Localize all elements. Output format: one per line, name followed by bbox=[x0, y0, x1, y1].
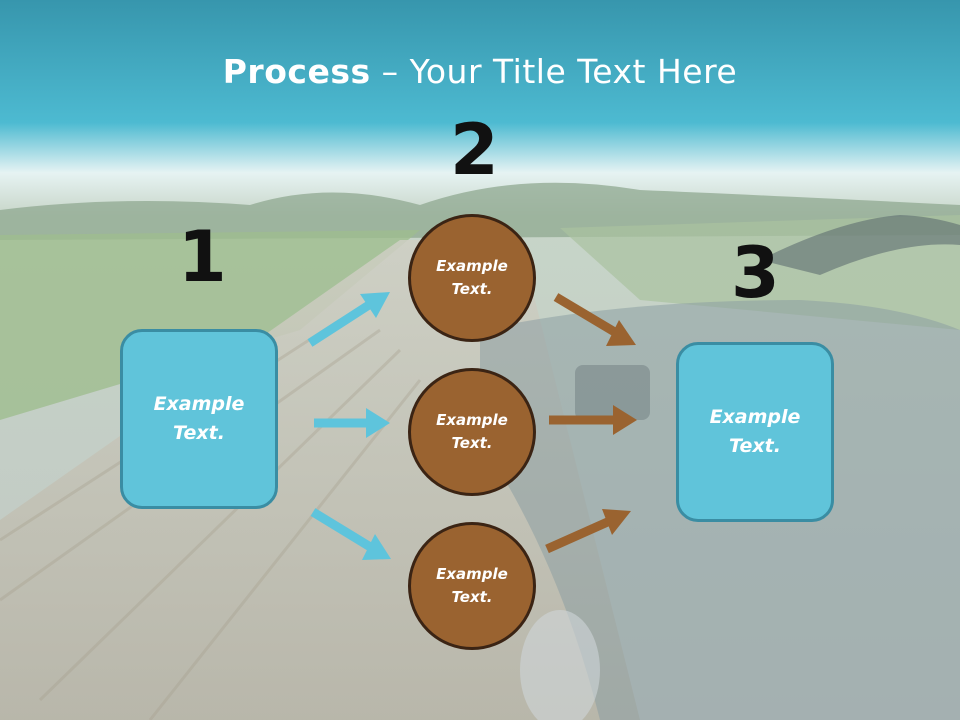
circle-bottom-line2: Text. bbox=[451, 588, 493, 606]
step-number-2: 2 bbox=[450, 109, 499, 191]
arrow-from-middle-circle bbox=[549, 405, 637, 435]
arrow-to-middle-circle bbox=[314, 408, 390, 438]
circle-middle: Example Text. bbox=[408, 368, 536, 496]
step-3-text: Example Text. bbox=[710, 403, 801, 462]
circle-bottom-line1: Example bbox=[436, 564, 508, 583]
step-number-3: 3 bbox=[731, 232, 780, 314]
step-3-text-line2: Text. bbox=[729, 435, 781, 457]
circle-middle-line2: Text. bbox=[451, 434, 493, 452]
arrow-to-bottom-circle bbox=[310, 508, 391, 560]
arrow-from-bottom-circle bbox=[545, 509, 631, 554]
circle-top-text: Example Text. bbox=[436, 255, 508, 302]
circle-top: Example Text. bbox=[408, 214, 536, 342]
step-1-text-line2: Text. bbox=[173, 422, 225, 444]
step-1-text-line1: Example bbox=[153, 392, 245, 415]
step-number-1: 1 bbox=[178, 216, 227, 298]
step-3-box: Example Text. bbox=[676, 342, 834, 522]
arrow-to-top-circle bbox=[307, 292, 390, 347]
circle-top-line1: Example bbox=[436, 256, 508, 275]
slide-title: Process – Your Title Text Here bbox=[0, 52, 960, 91]
arrow-from-top-circle bbox=[553, 293, 636, 346]
circle-top-line2: Text. bbox=[451, 280, 493, 298]
step-1-box: Example Text. bbox=[120, 329, 278, 509]
step-1-text: Example Text. bbox=[154, 390, 245, 449]
circle-bottom-text: Example Text. bbox=[436, 563, 508, 610]
title-rest: – Your Title Text Here bbox=[370, 52, 738, 91]
circle-bottom: Example Text. bbox=[408, 522, 536, 650]
title-bold: Process bbox=[222, 52, 371, 91]
circle-middle-text: Example Text. bbox=[436, 409, 508, 456]
circle-middle-line1: Example bbox=[436, 410, 508, 429]
step-3-text-line1: Example bbox=[709, 405, 801, 428]
